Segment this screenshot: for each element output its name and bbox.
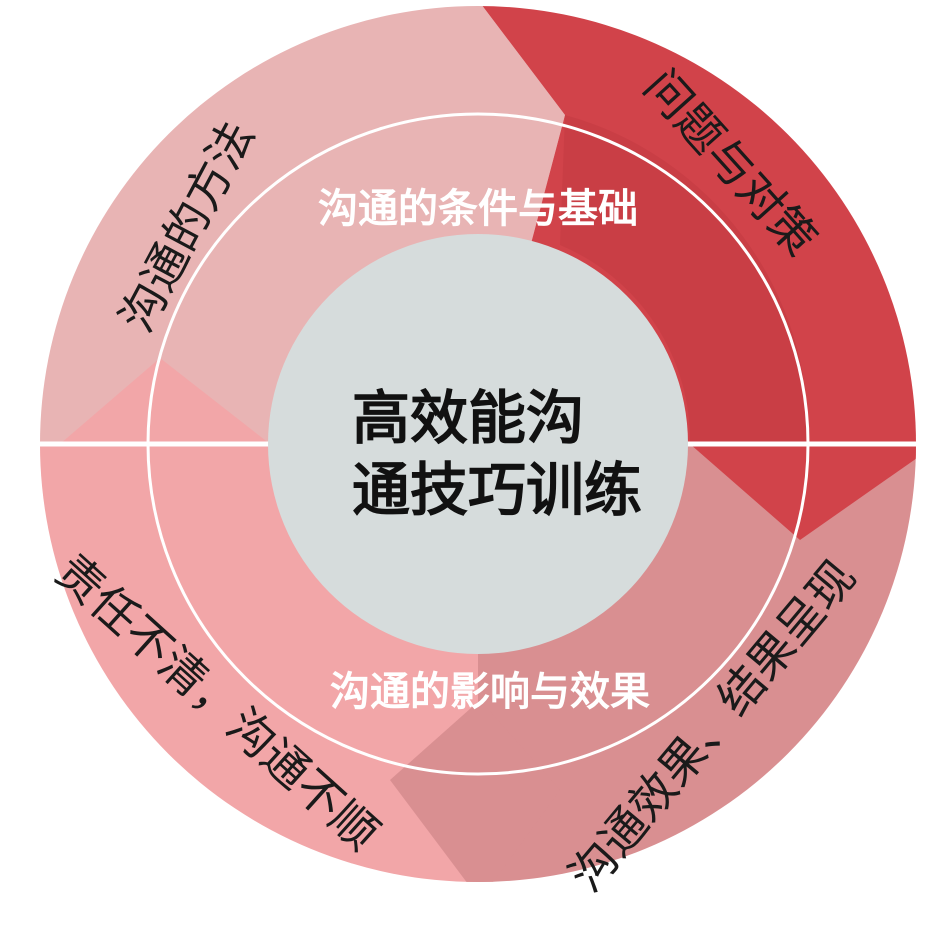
- inner-label-top: 沟通的条件与基础: [318, 186, 638, 232]
- center-title-line2: 通技巧训练: [352, 456, 642, 524]
- arrow-bottom-left-into-top-left: [60, 358, 270, 444]
- center-hub: [268, 234, 688, 654]
- arrow-bottom-right-into-bottom-left: [390, 700, 560, 882]
- inner-ring-outline: [146, 112, 810, 776]
- arrow-top-right-into-bottom-right: [690, 444, 916, 540]
- center-title-line1: 高效能沟: [352, 384, 584, 452]
- inner-label-bottom: 沟通的影响与效果: [330, 669, 650, 715]
- top-right-inner-shade: [560, 115, 809, 444]
